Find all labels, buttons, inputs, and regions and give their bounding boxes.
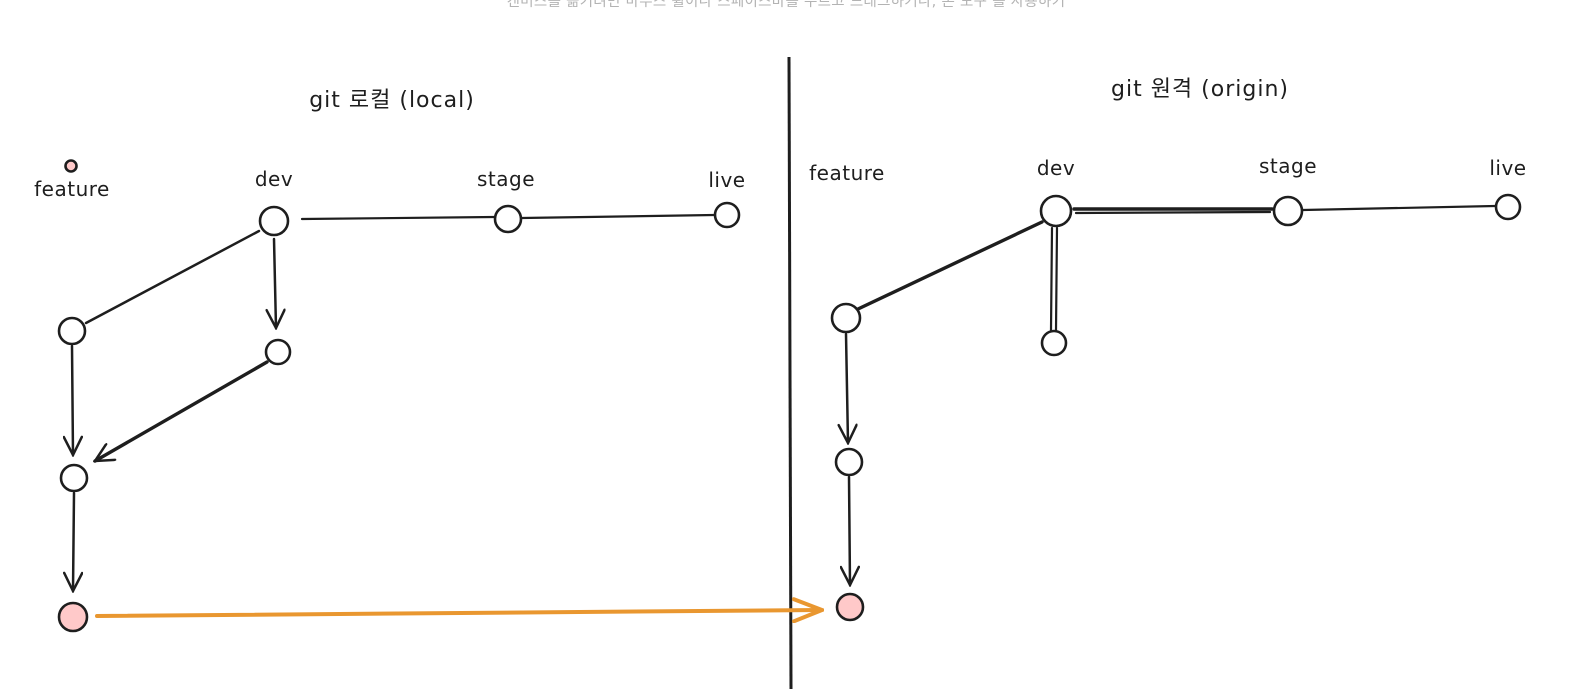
local-feature-head-node[interactable]	[57, 601, 89, 633]
origin-arrow-feature-commit2-to-head[interactable]	[849, 475, 850, 585]
local-arrow-feature-commit2-to-head[interactable]	[73, 491, 74, 591]
origin-arrow-feature-commit1-to-commit2[interactable]	[846, 332, 848, 443]
origin-dev-node[interactable]	[1039, 194, 1073, 228]
origin-stage-branch-label[interactable]: stage	[1259, 154, 1317, 178]
local-feature-commit2-node[interactable]	[59, 463, 89, 493]
origin-live-branch-label[interactable]: live	[1489, 156, 1526, 180]
origin-feature-commit2-node[interactable]	[834, 447, 864, 477]
local-arrow-devchild-to-feature-commit2[interactable]	[95, 360, 269, 463]
origin-edge-stage-live[interactable]	[1301, 204, 1497, 212]
origin-live-node[interactable]	[1494, 193, 1522, 221]
panel-title-origin[interactable]: git 원격 (origin)	[1111, 77, 1289, 102]
canvas-pan-hint: 캔버스를 옮기려면 마우스 휠이나 스페이스바를 누르고 드래그하거나, 손 도…	[506, 0, 1066, 10]
origin-edge-dev-stage-doubled[interactable]	[1074, 210, 1272, 215]
local-edge-stage-live[interactable]	[520, 213, 716, 220]
local-stage-branch-label[interactable]: stage	[477, 167, 535, 191]
local-dev-child-node[interactable]	[264, 338, 292, 366]
origin-edge-dev-to-child-right[interactable]	[1054, 226, 1059, 332]
panel-divider-line[interactable]	[787, 56, 793, 689]
local-dev-branch-label[interactable]: dev	[255, 167, 293, 191]
origin-dev-child-node[interactable]	[1040, 329, 1068, 357]
local-edge-dev-stage[interactable]	[300, 215, 496, 221]
origin-edge-dev-to-child-left[interactable]	[1049, 226, 1054, 332]
panel-title-local[interactable]: git 로컬 (local)	[309, 88, 475, 113]
origin-feature-commit1-node[interactable]	[830, 302, 862, 334]
local-edge-dev-to-feature-commit1[interactable]	[84, 229, 261, 325]
local-live-branch-label[interactable]: live	[708, 168, 745, 192]
origin-feature-branch-label[interactable]: feature	[809, 161, 885, 185]
local-feature-commit1-node[interactable]	[57, 316, 87, 346]
local-dev-node[interactable]	[258, 205, 290, 237]
origin-edge-feature-to-dev[interactable]	[856, 220, 1044, 311]
local-arrow-feature-commit1-to-commit2[interactable]	[72, 344, 73, 455]
origin-dev-branch-label[interactable]: dev	[1037, 156, 1075, 180]
local-live-node[interactable]	[713, 201, 741, 229]
local-feature-branch-dot[interactable]	[64, 159, 78, 173]
origin-feature-head-node[interactable]	[835, 592, 865, 622]
local-stage-node[interactable]	[493, 204, 523, 234]
push-arrow-local-to-origin[interactable]	[95, 610, 820, 616]
local-arrow-dev-to-commit-below[interactable]	[274, 237, 276, 328]
local-feature-branch-label[interactable]: feature	[34, 177, 110, 201]
origin-stage-node[interactable]	[1272, 195, 1304, 227]
